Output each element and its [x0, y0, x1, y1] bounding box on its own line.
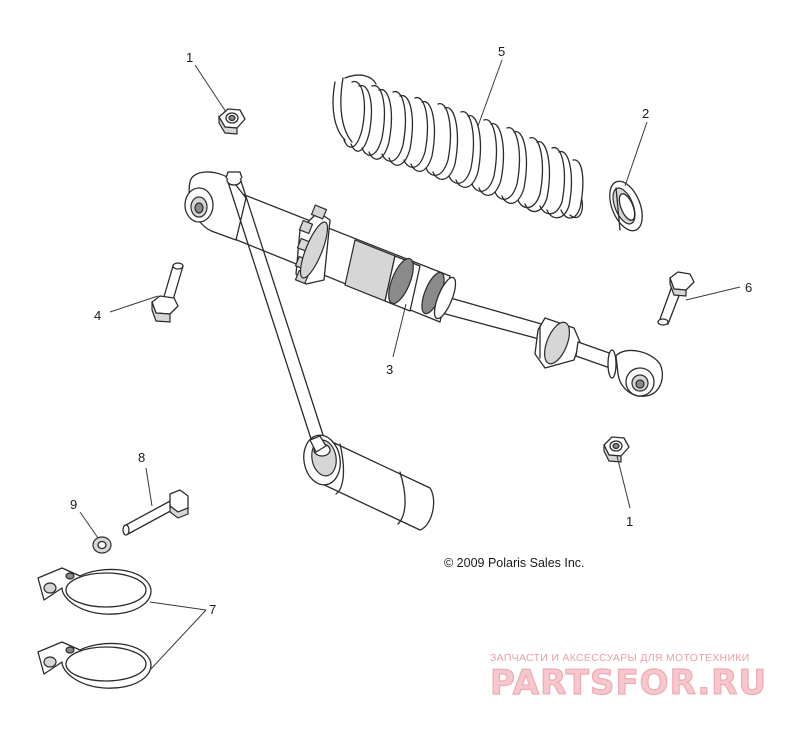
remote-reservoir	[303, 434, 435, 531]
callout-1-lower: 1	[626, 514, 633, 529]
nut-upper	[218, 108, 246, 135]
callout-4: 4	[94, 308, 101, 323]
watermark-logo: PARTSFOR.RU	[490, 663, 767, 703]
clamp-bolt	[122, 489, 189, 536]
clamp-lower	[37, 641, 152, 689]
callout-7: 7	[209, 602, 216, 617]
callout-8: 8	[138, 450, 145, 465]
preload-collar	[294, 204, 331, 285]
bolt-left	[151, 262, 184, 323]
copyright-notice: © 2009 Polaris Sales Inc.	[444, 556, 585, 570]
shock-absorber	[184, 171, 663, 397]
bump-stop	[534, 317, 581, 369]
nut-lower	[603, 436, 630, 463]
coil-spring	[332, 74, 584, 219]
washer	[92, 536, 112, 554]
callout-6: 6	[745, 280, 752, 295]
callout-9: 9	[70, 497, 77, 512]
bolt-right	[657, 271, 695, 326]
reservoir-hose	[225, 171, 325, 443]
spring-retainer-clip	[609, 180, 643, 232]
callout-2: 2	[642, 106, 649, 121]
callout-5: 5	[498, 44, 505, 59]
callout-3: 3	[386, 362, 393, 377]
leader-lines	[79, 59, 741, 671]
lower-eyelet	[615, 349, 663, 397]
callout-1-upper: 1	[186, 50, 193, 65]
watermark: ЗАПЧАСТИ И АКСЕССУАРЫ ДЛЯ МОТОТЕХНИКИ PA…	[489, 652, 767, 704]
watermark-tagline: ЗАПЧАСТИ И АКСЕССУАРЫ ДЛЯ МОТОТЕХНИКИ	[490, 652, 750, 664]
clamp-upper	[37, 567, 152, 615]
upper-eyelet	[184, 171, 247, 241]
